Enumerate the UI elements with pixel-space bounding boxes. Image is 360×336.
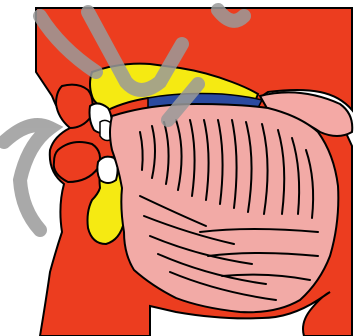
articulation-diagram [0, 0, 360, 336]
diagram-svg [0, 0, 360, 336]
